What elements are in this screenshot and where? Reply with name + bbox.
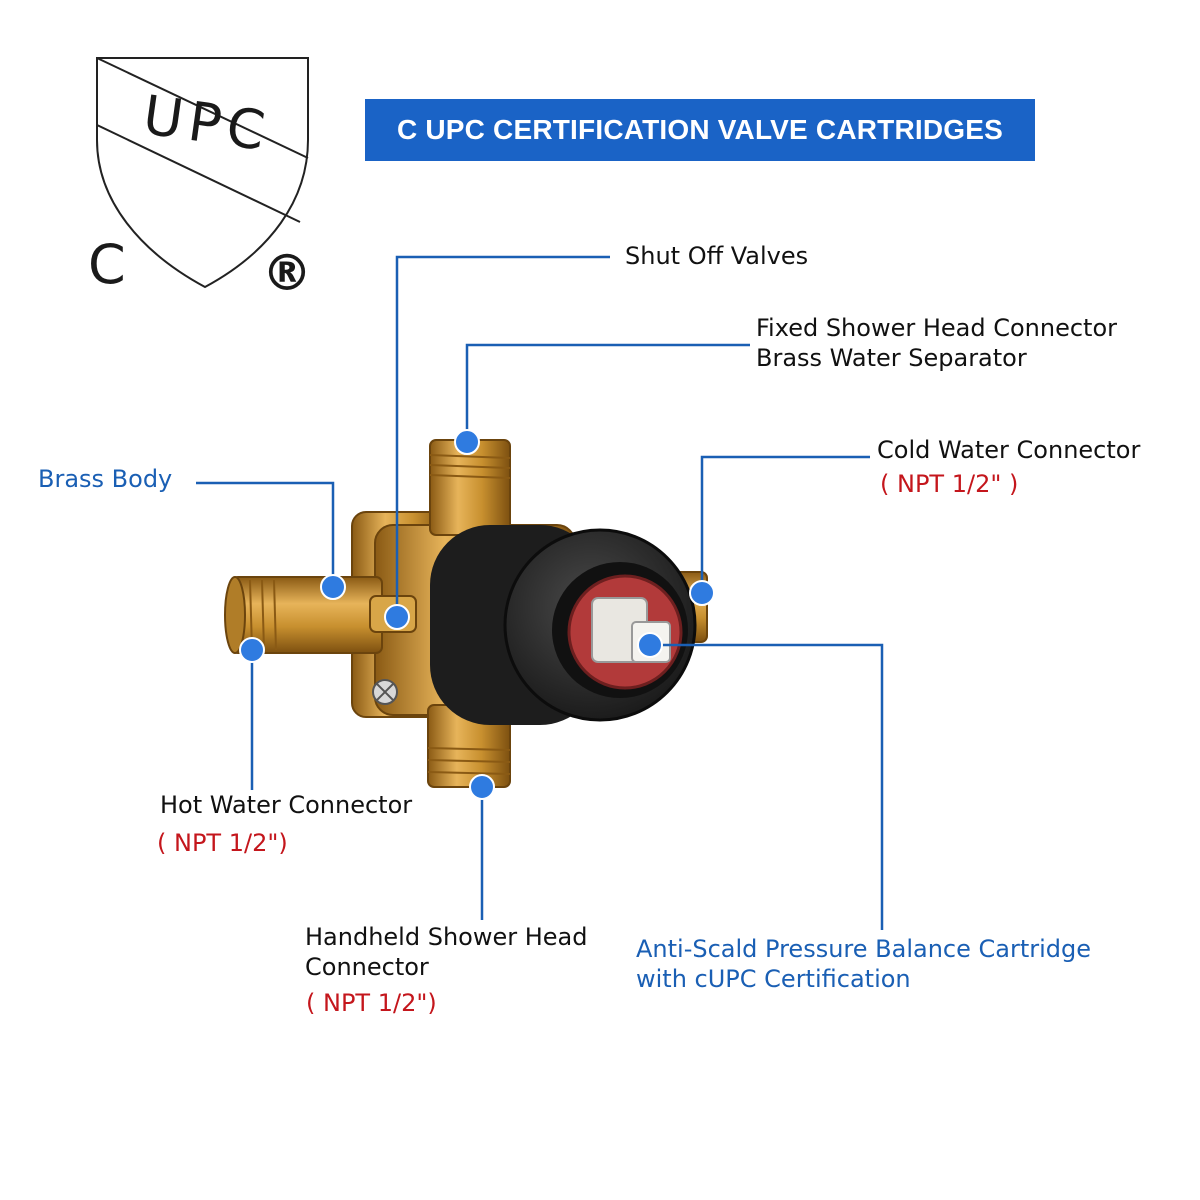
label-hot-water-spec: ( NPT 1/2") [157,829,288,857]
marker-shut-off [384,604,410,630]
label-fixed-shower-line1: Fixed Shower Head Connector [756,314,1118,342]
label-handheld-line1: Handheld Shower Head [305,923,588,951]
label-hot-water: Hot Water Connector [160,791,413,819]
label-cold-water-spec: ( NPT 1/2" ) [880,470,1019,498]
marker-brass-body [320,574,346,600]
label-fixed-shower-line2: Brass Water Separator [756,344,1027,372]
marker-cartridge [637,632,663,658]
label-cold-water: Cold Water Connector [877,436,1141,464]
marker-fixed-shower [454,429,480,455]
label-handheld-spec: ( NPT 1/2") [306,989,437,1017]
marker-hot-water [239,637,265,663]
label-shut-off-valves: Shut Off Valves [625,242,809,270]
title-banner: C UPC CERTIFICATION VALVE CARTRIDGES [365,99,1035,161]
marker-handheld [469,774,495,800]
shield-outline [96,57,309,289]
leader-cold-water [700,455,870,593]
marker-cold-water [689,580,715,606]
leader-cartridge [650,643,884,930]
label-handheld-line2: Connector [305,953,429,981]
leader-brass-body [196,481,335,585]
leader-shut-off [395,255,610,617]
label-cartridge-line1: Anti-Scald Pressure Balance Cartridge [636,935,1092,963]
label-brass-body: Brass Body [38,465,173,493]
logo-registered-mark: ® [262,244,312,302]
logo-c-letter: C [88,233,126,296]
label-cartridge-line2: with cUPC Certification [636,965,911,993]
leader-fixed-shower [465,343,750,442]
shield-stripe-top [96,57,309,159]
shield-stripe-bottom [96,124,301,223]
